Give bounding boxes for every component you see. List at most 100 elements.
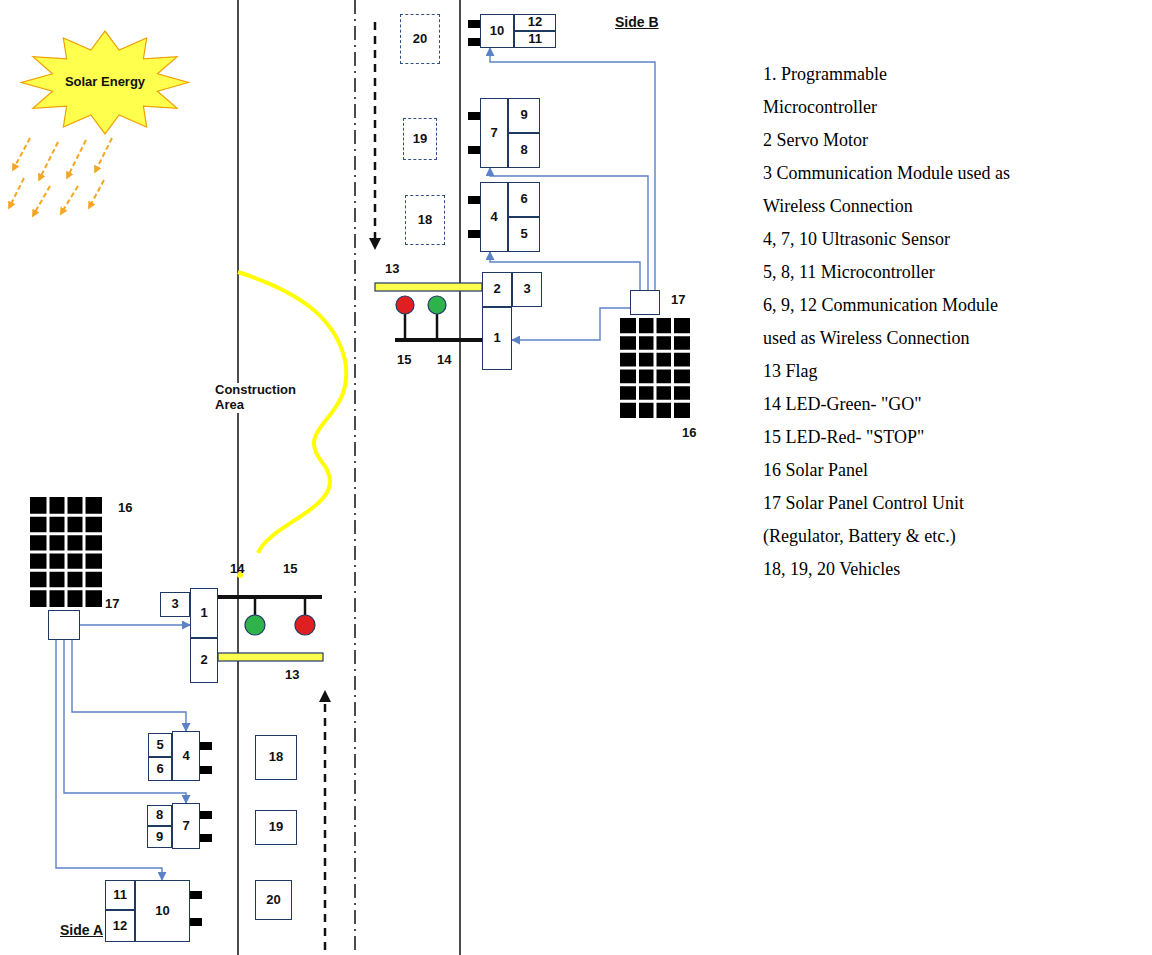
legend-item: 6, 9, 12 Communication Module used as Wi…	[763, 289, 1025, 355]
legend-item: 3 Communication Module used as Wireless …	[763, 157, 1013, 223]
callout-number: 6	[520, 192, 527, 206]
legend-item: 18, 19, 20 Vehicles	[763, 553, 1143, 586]
power-wire	[512, 308, 630, 340]
solar-panel-grid	[30, 497, 102, 607]
callout-number: 2	[200, 653, 207, 667]
ultrasonic-sensor: 7	[480, 98, 508, 168]
legend-item: 15 LED-Red- "STOP"	[763, 421, 1143, 454]
starburst-outline	[22, 31, 189, 134]
road-lines	[238, 0, 460, 955]
cell-gap	[30, 514, 102, 517]
legend-item: 5, 8, 11 Microcontroller	[763, 256, 1143, 289]
callout-number: 14	[437, 353, 451, 368]
callout-number: 4	[490, 210, 497, 224]
callout-number: 3	[523, 282, 530, 296]
sun-rays	[10, 138, 112, 214]
solar-panel: 16	[30, 497, 102, 607]
communication-module: 12	[514, 14, 556, 31]
cell-gap	[30, 587, 102, 590]
cell-gap	[620, 350, 690, 353]
callout-number: 17	[671, 293, 685, 307]
solar-control-unit: 17	[48, 610, 80, 640]
callout-number: 1	[493, 331, 500, 345]
callout-number: 5	[520, 227, 527, 241]
microcontroller: 8	[147, 805, 172, 826]
programmable-microcontroller: 1	[190, 588, 218, 638]
communication-module: 12	[105, 910, 135, 942]
cell-gap	[30, 569, 102, 572]
panel-body	[620, 318, 690, 418]
legend-item: 2 Servo Motor	[763, 124, 1143, 157]
burst-label: Solar Energy	[65, 75, 145, 89]
cell-gap	[30, 532, 102, 535]
callout-number: 12	[113, 919, 127, 933]
callout-number: 7	[490, 126, 497, 140]
callout-number: 15	[283, 562, 297, 577]
callout-number: 17	[105, 597, 119, 611]
vehicle: 19	[255, 810, 297, 845]
callout-number: 9	[520, 108, 527, 122]
servo-motor: 2	[482, 272, 512, 307]
callout-number: 19	[413, 132, 427, 146]
side-label: Side B	[615, 14, 659, 30]
cell-gap	[620, 333, 690, 336]
callout-number: 11	[528, 32, 542, 46]
legend-item: 4, 7, 10 Ultrasonic Sensor	[763, 223, 1143, 256]
callout-number: 8	[520, 143, 527, 157]
legend-item: 14 LED-Green- "GO"	[763, 388, 1143, 421]
microcontroller: 5	[148, 733, 172, 757]
power-wire	[64, 640, 186, 803]
solar-energy-burst: Solar Energy	[20, 30, 190, 135]
callout-number: 12	[528, 15, 542, 29]
communication-module: 6	[148, 757, 172, 781]
callout-number: 3	[171, 597, 178, 611]
communication-module: 9	[147, 826, 172, 848]
power-wire	[80, 624, 190, 625]
legend-list: 1. Programmable Microcontroller2 Servo M…	[763, 58, 1148, 586]
programmable-microcontroller: 1	[482, 307, 512, 370]
vehicle: 20	[255, 880, 292, 920]
power-wire	[490, 48, 655, 290]
flag	[218, 283, 482, 661]
callout-number: 8	[156, 808, 163, 822]
callout-number: 13	[285, 668, 299, 683]
callout-number: 16	[118, 501, 132, 515]
ultrasonic-sensor: 10	[480, 14, 514, 48]
microcontroller: 5	[508, 217, 540, 252]
servo-motor: 2	[190, 638, 218, 683]
callout-number: 10	[490, 24, 504, 38]
legend-item: 1. Programmable Microcontroller	[763, 58, 923, 124]
traffic-direction-arrow	[324, 696, 327, 950]
panel-body	[30, 497, 102, 607]
ultrasonic-sensor: 10	[135, 880, 190, 942]
vehicle: 18	[255, 735, 297, 780]
callout-number: 2	[493, 282, 500, 296]
ultrasonic-sensor: 7	[172, 803, 200, 849]
microcontroller: 8	[508, 133, 540, 168]
cell-gap	[620, 400, 690, 403]
solar-control-unit: 17	[630, 290, 660, 315]
callout-number: 20	[266, 893, 280, 907]
callout-number: 1	[200, 606, 207, 620]
communication-module: 6	[508, 182, 540, 217]
callout-number: 5	[156, 738, 163, 752]
area-label: Construction Area	[213, 383, 297, 413]
traffic-direction-arrow	[374, 22, 377, 244]
vehicle: 20	[400, 14, 440, 64]
solar-panel-grid	[620, 318, 690, 418]
cell-gap	[30, 551, 102, 554]
vehicle: 18	[405, 195, 445, 245]
callout-number: 16	[682, 426, 696, 440]
cell-gap	[620, 367, 690, 370]
microcontroller: 11	[514, 31, 556, 48]
callout-number: 14	[230, 562, 244, 577]
power-wire	[72, 640, 186, 731]
callout-number: 18	[418, 213, 432, 227]
led-signal-b	[395, 296, 482, 340]
microcontroller: 11	[105, 880, 135, 910]
ultrasonic-sensor: 4	[172, 731, 200, 781]
ultrasonic-transducers	[190, 20, 480, 926]
callout-number: 10	[155, 904, 169, 918]
